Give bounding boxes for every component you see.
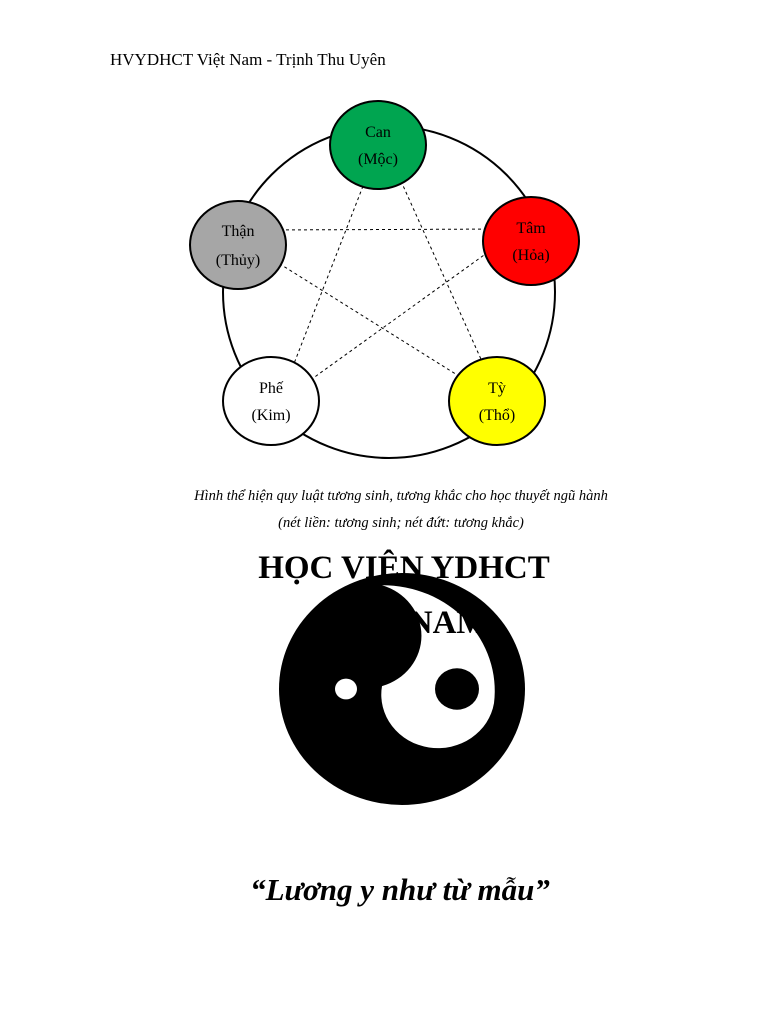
node-phe: Phế (Kim) — [222, 356, 320, 446]
diagram-caption: Hình thể hiện quy luật tương sinh, tương… — [194, 488, 608, 504]
node-ty-label: Tỳ — [488, 380, 506, 397]
node-than-label: Thận — [222, 223, 255, 240]
node-can-element: (Mộc) — [358, 151, 398, 168]
node-can-label: Can — [365, 124, 391, 141]
node-ty-element: (Thổ) — [479, 407, 515, 424]
motto-quote: “Lương y như từ mẫu” — [250, 872, 550, 907]
arrow-can-to-ty — [395, 169, 490, 378]
five-elements-diagram: Can (Mộc) Tâm (Hỏa) Tỳ (Thổ) Phế (Kim) T… — [189, 100, 580, 459]
arrow-than-to-tam — [261, 225, 511, 233]
node-tam-circle — [482, 196, 580, 286]
node-tam-element: (Hỏa) — [512, 247, 549, 264]
yin-yang-icon — [279, 573, 525, 805]
controlling-arrows — [261, 162, 511, 390]
diagram-caption-legend: (nét liền: tương sinh; nét đứt: tương kh… — [278, 515, 524, 531]
academy-title-line2: VIỆT NAM — [320, 605, 488, 641]
node-than-circle — [189, 200, 287, 290]
node-tam-label: Tâm — [516, 220, 546, 237]
node-tam: Tâm (Hỏa) — [482, 196, 580, 286]
arrow-phe-to-can — [287, 162, 373, 380]
node-can: Can (Mộc) — [329, 100, 427, 190]
node-phe-circle — [222, 356, 320, 446]
academy-title-line1: HỌC VIỆN YDHCT — [258, 550, 550, 586]
node-phe-element: (Kim) — [251, 407, 290, 424]
arrow-tam-to-phe — [297, 244, 499, 390]
node-than-element: (Thủy) — [216, 252, 260, 269]
node-ty-circle — [448, 356, 546, 446]
node-than: Thận (Thủy) — [189, 200, 287, 290]
yin-yang-black-dot — [435, 668, 479, 710]
node-can-circle — [329, 100, 427, 190]
node-ty: Tỳ (Thổ) — [448, 356, 546, 446]
document-header: HVYDHCT Việt Nam - Trịnh Thu Uyên — [110, 50, 386, 69]
yin-yang-white-dot — [335, 678, 357, 700]
arrow-ty-to-than — [263, 253, 471, 384]
node-phe-label: Phế — [259, 380, 284, 397]
